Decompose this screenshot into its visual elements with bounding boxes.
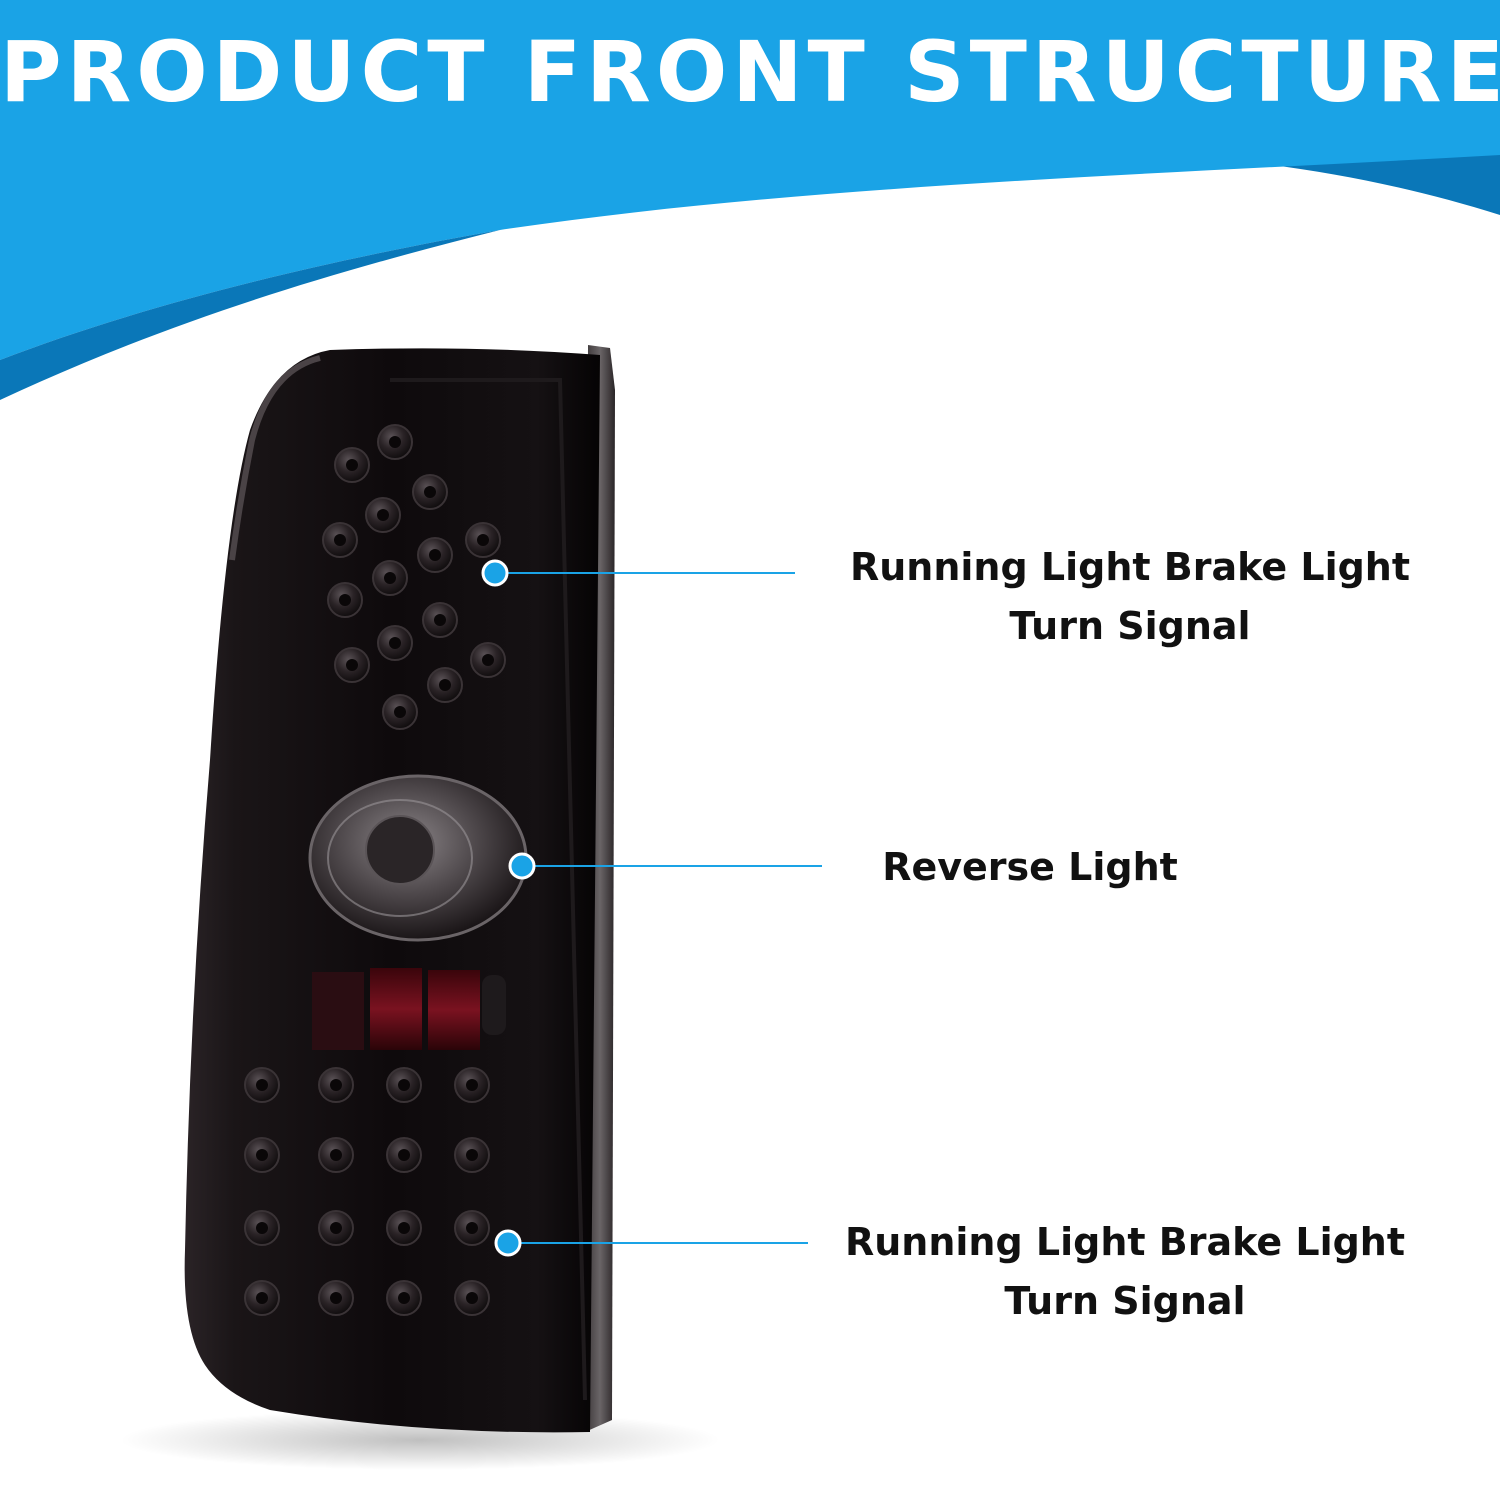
led-center	[346, 459, 358, 471]
banner-light-wave	[0, 0, 1500, 360]
led-center	[466, 1079, 478, 1091]
callout-top-connector	[481, 559, 795, 587]
header-banner	[0, 0, 1500, 400]
led-array	[244, 424, 506, 1316]
led-center	[398, 1292, 410, 1304]
led-center	[424, 486, 436, 498]
led-center	[466, 1292, 478, 1304]
callout-label-line: Turn Signal	[1004, 1279, 1246, 1323]
led-center	[466, 1149, 478, 1161]
callout-label-middle: Reverse Light	[850, 838, 1210, 897]
led-center	[398, 1149, 410, 1161]
reverse-bulb	[365, 815, 435, 885]
led-center	[330, 1222, 342, 1234]
led-center	[330, 1079, 342, 1091]
callout-label-top: Running Light Brake Light Turn Signal	[830, 538, 1430, 656]
led-center	[389, 637, 401, 649]
led-center	[256, 1149, 268, 1161]
page-title: PRODUCT FRONT STRUCTURE	[0, 23, 1500, 121]
callout-dot	[481, 559, 509, 587]
lens-edge	[390, 378, 587, 1401]
callout-label-line: Reverse Light	[882, 845, 1178, 889]
tail-light-icon	[184, 345, 615, 1433]
callout-mid-connector	[508, 852, 822, 880]
red-segment	[370, 968, 422, 1050]
callout-dot	[508, 852, 536, 880]
led-center	[384, 572, 396, 584]
led-center	[439, 679, 451, 691]
led-center	[394, 706, 406, 718]
reverse-light-lens	[308, 774, 528, 942]
callout-label-bottom: Running Light Brake Light Turn Signal	[825, 1213, 1425, 1331]
led-center	[377, 509, 389, 521]
led-center	[346, 659, 358, 671]
callout-label-line: Running Light Brake Light	[849, 545, 1411, 589]
reverse-lens-ring	[327, 799, 473, 917]
red-reflector-strip	[312, 968, 506, 1050]
led-center	[429, 549, 441, 561]
led-center	[256, 1292, 268, 1304]
led-center	[398, 1222, 410, 1234]
led-center	[256, 1079, 268, 1091]
housing-rim	[229, 355, 321, 561]
callout-label-line: Turn Signal	[1009, 604, 1251, 648]
led-center	[466, 1222, 478, 1234]
led-center	[334, 534, 346, 546]
led-center	[256, 1222, 268, 1234]
led-center	[482, 654, 494, 666]
led-center	[330, 1149, 342, 1161]
led-center	[477, 534, 489, 546]
red-segment	[312, 972, 364, 1050]
callout-label-line: Running Light Brake Light	[844, 1220, 1406, 1264]
led-center	[389, 436, 401, 448]
led-center	[339, 594, 351, 606]
callout-bottom-connector	[494, 1229, 808, 1257]
red-segment	[482, 975, 506, 1035]
red-segment	[428, 970, 480, 1050]
led-center	[330, 1292, 342, 1304]
led-center	[398, 1079, 410, 1091]
led-center	[434, 614, 446, 626]
callout-dot	[494, 1229, 522, 1257]
